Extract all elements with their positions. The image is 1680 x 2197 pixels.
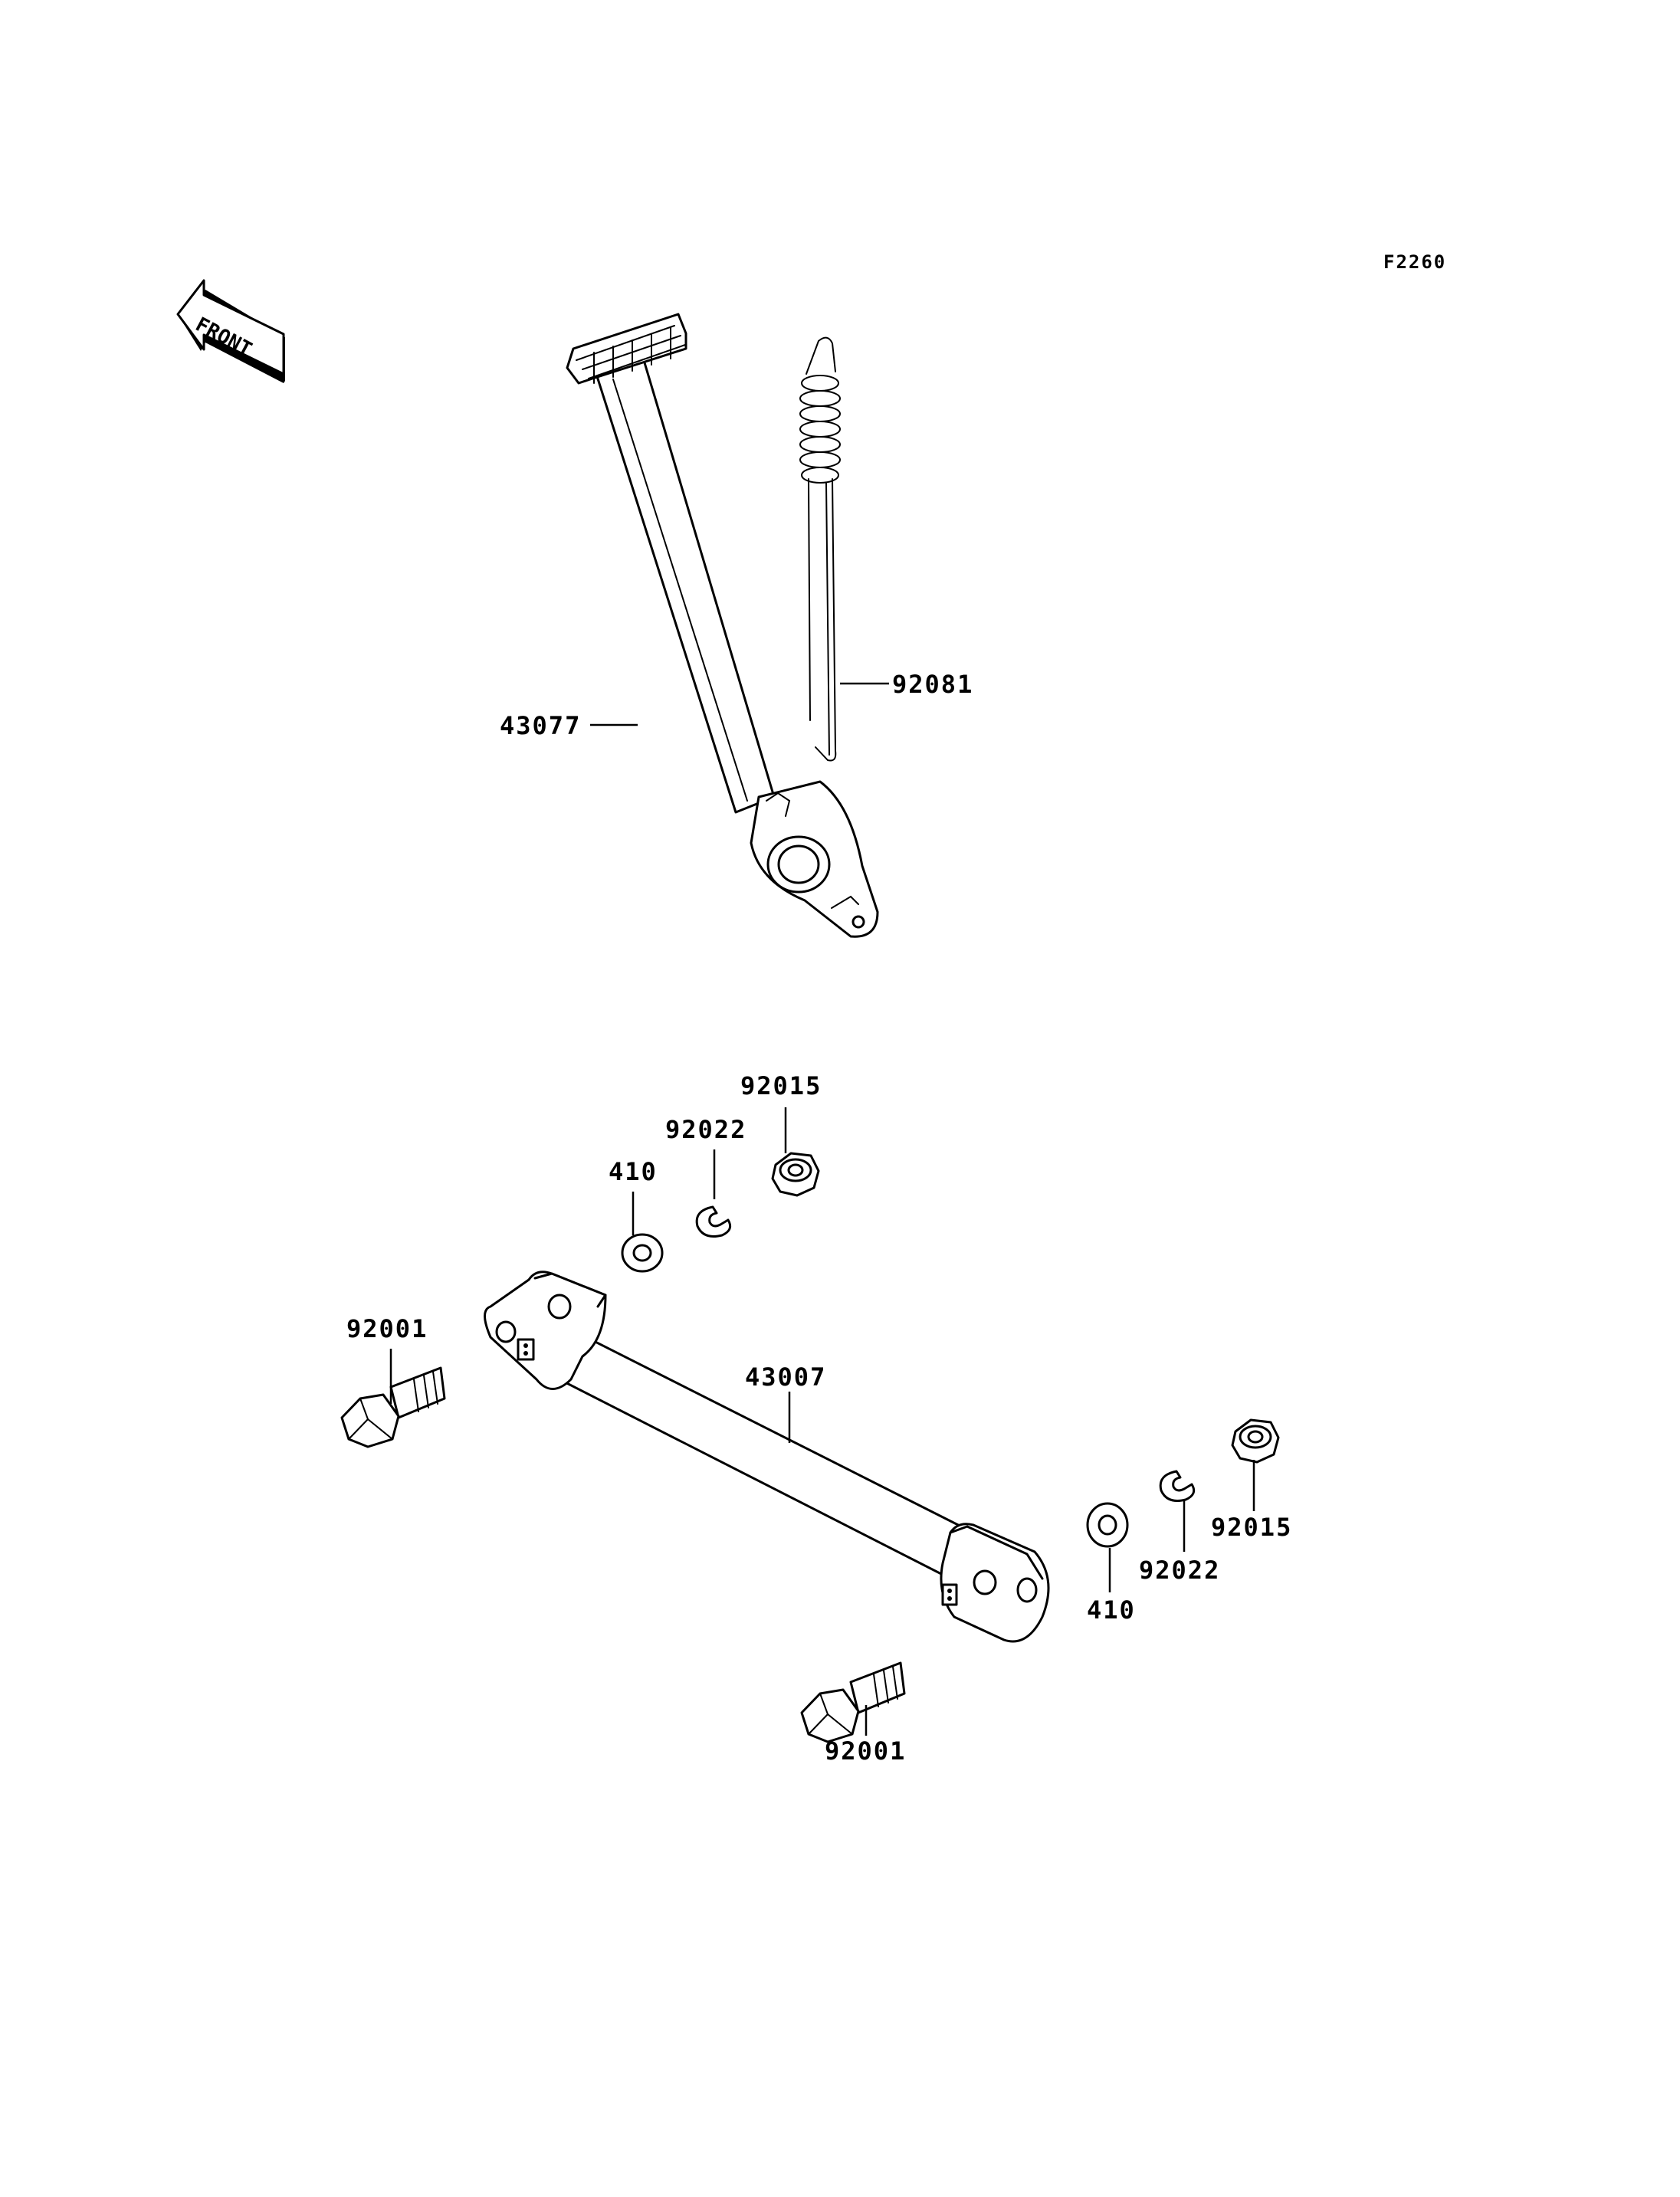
lock-washer-upper-part — [695, 1205, 732, 1238]
bolt-left-part — [340, 1366, 446, 1448]
label-return-spring: 92081 — [892, 670, 973, 699]
brake-pedal-part — [566, 313, 879, 938]
diagram-code: F2260 — [1383, 251, 1446, 273]
brake-rod-part — [484, 1271, 1050, 1643]
bolt-lower-part — [800, 1661, 906, 1743]
label-lock-washer-lower: 92022 — [1139, 1556, 1220, 1585]
label-lock-washer-upper: 92022 — [665, 1115, 746, 1144]
nut-upper-part — [771, 1152, 820, 1197]
label-brake-rod: 43007 — [745, 1362, 826, 1392]
front-arrow-icon: FRONT — [176, 279, 285, 383]
label-washer-lower: 410 — [1087, 1595, 1136, 1625]
label-bolt-lower: 92001 — [825, 1736, 906, 1766]
lock-washer-lower-part — [1159, 1470, 1196, 1502]
return-spring-part — [799, 336, 841, 762]
washer-lower-part — [1086, 1502, 1129, 1548]
washer-upper-part — [621, 1233, 664, 1273]
label-washer-upper: 410 — [609, 1157, 658, 1186]
nut-lower-part — [1231, 1418, 1280, 1464]
label-nut-lower: 92015 — [1211, 1513, 1292, 1542]
label-brake-pedal: 43077 — [500, 711, 581, 740]
label-bolt-left: 92001 — [346, 1314, 428, 1343]
label-nut-upper: 92015 — [740, 1071, 822, 1100]
